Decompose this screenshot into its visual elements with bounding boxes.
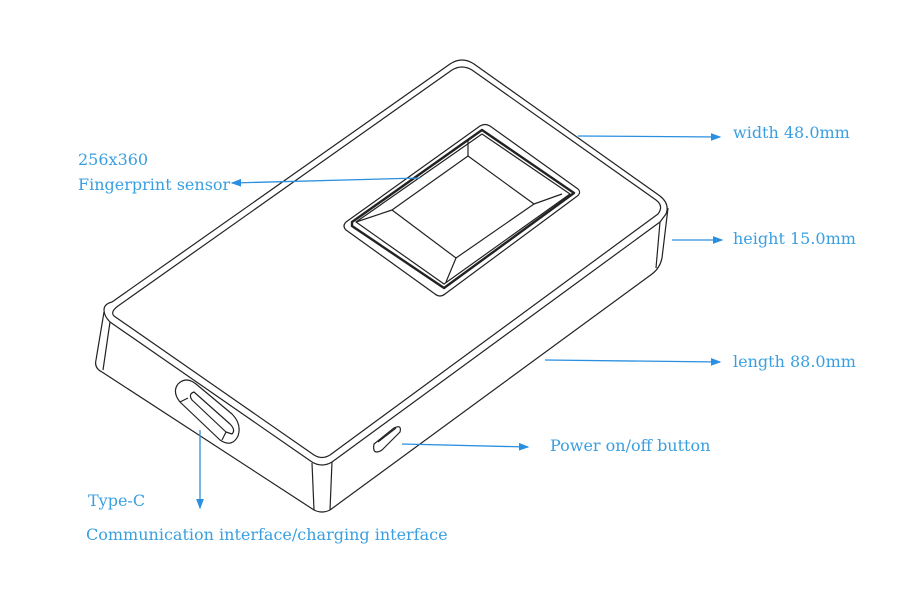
length-label: length 88.0mm xyxy=(733,352,856,371)
width-leader xyxy=(577,133,722,141)
typec-label: Type-C xyxy=(88,491,146,510)
typec-port xyxy=(174,379,240,444)
device-top-bevel xyxy=(112,66,662,459)
device-front-side xyxy=(95,311,331,513)
typec-description-label: Communication interface/charging interfa… xyxy=(86,525,448,544)
power-button-label: Power on/off button xyxy=(550,436,711,455)
device-right-side xyxy=(329,207,669,511)
sensor-leader xyxy=(230,177,421,187)
sensor-resolution-label: 256x360 xyxy=(78,150,149,169)
sensor-name-label: Fingerprint sensor xyxy=(78,175,231,194)
width-label: width 48.0mm xyxy=(733,123,850,142)
power-button xyxy=(373,426,401,453)
height-label: height 15.0mm xyxy=(733,229,856,248)
fingerprint-sensor xyxy=(343,123,581,297)
power-leader xyxy=(401,442,530,451)
length-leader xyxy=(544,357,722,366)
device-top-face xyxy=(103,59,668,466)
